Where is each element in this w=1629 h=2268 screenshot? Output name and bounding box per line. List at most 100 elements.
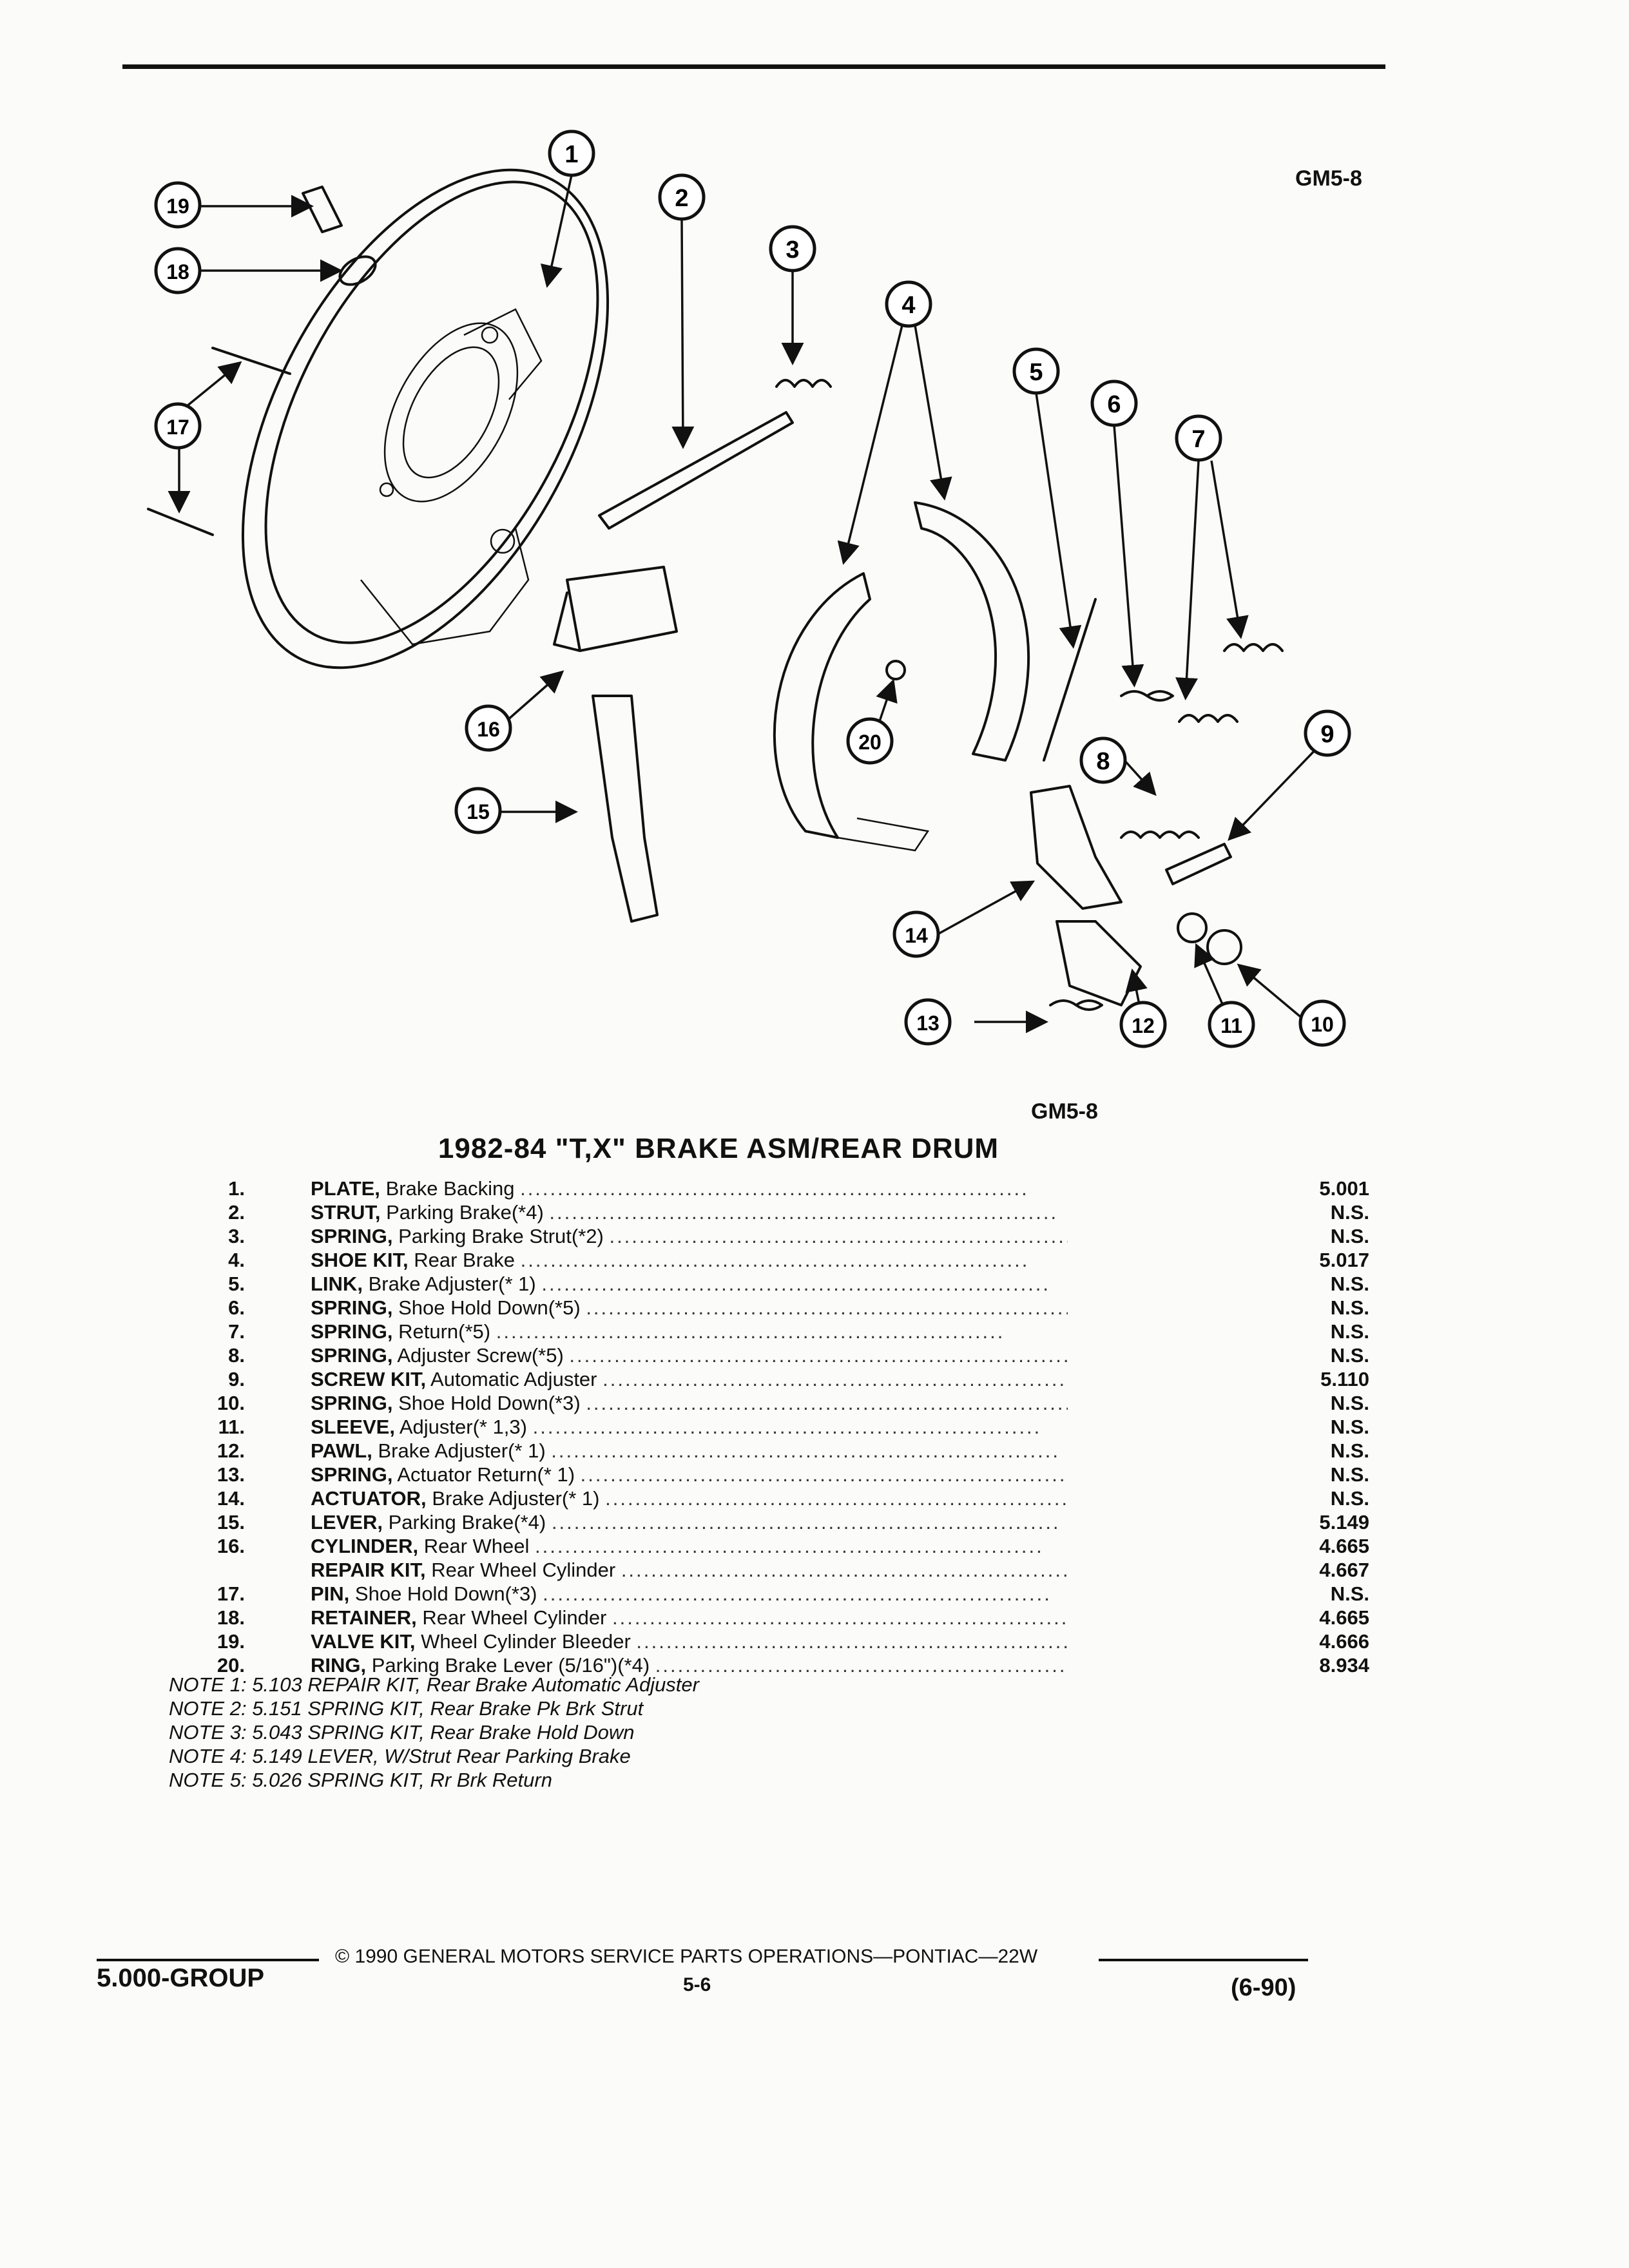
callout-11: 11 xyxy=(1208,1001,1255,1048)
svg-text:10: 10 xyxy=(1311,1013,1334,1036)
bleeder-valve-drawing xyxy=(302,186,343,233)
note-1: NOTE 1: 5.103 REPAIR KIT, Rear Brake Aut… xyxy=(169,1673,699,1696)
wheel-cylinder-drawing xyxy=(553,566,678,652)
actuator-return-spring-drawing xyxy=(1049,999,1103,1011)
callout-17: 17 xyxy=(154,402,202,450)
svg-text:16: 16 xyxy=(477,718,500,741)
adjuster-sleeve-drawing xyxy=(1177,912,1208,943)
retainer-drawing xyxy=(338,255,377,286)
callout-5: 5 xyxy=(1012,347,1060,395)
svg-text:14: 14 xyxy=(905,924,928,947)
brake-exploded-diagram: 1 2 3 4 5 6 7 8 9 10 11 12 13 14 15 16 1… xyxy=(147,130,1351,1048)
part-row: 3.SPRING, Parking Brake Strut(*2) ......… xyxy=(228,1225,1369,1247)
note-2: NOTE 2: 5.151 SPRING KIT, Rear Brake Pk … xyxy=(169,1697,644,1720)
leader-lines xyxy=(168,175,1316,1033)
svg-text:3: 3 xyxy=(786,236,799,264)
callout-7: 7 xyxy=(1175,414,1222,462)
svg-text:15: 15 xyxy=(467,800,490,823)
callout-10: 10 xyxy=(1298,999,1346,1047)
svg-text:18: 18 xyxy=(166,260,189,284)
parts-list: 1.PLATE, Brake Backing .................… xyxy=(161,1177,1369,1677)
note-4: NOTE 4: 5.149 LEVER, W/Strut Rear Parkin… xyxy=(169,1745,631,1767)
callout-13: 13 xyxy=(904,998,952,1046)
callout-1: 1 xyxy=(548,130,595,177)
svg-text:12: 12 xyxy=(1132,1014,1155,1037)
part-row: 2.STRUT, Parking Brake(*4) .............… xyxy=(228,1201,1369,1224)
lever-ring-drawing xyxy=(885,660,906,680)
svg-text:11: 11 xyxy=(1220,1014,1242,1037)
svg-text:8: 8 xyxy=(1096,748,1110,775)
part-row: 20.RING, Parking Brake Lever (5/16")(*4)… xyxy=(217,1654,1369,1677)
part-row: REPAIR KIT, Rear Wheel Cylinder ........… xyxy=(311,1559,1369,1581)
part-row: 7.SPRING, Return(*5) ...................… xyxy=(228,1320,1369,1343)
part-row: 13.SPRING, Actuator Return(* 1) ........… xyxy=(217,1463,1369,1486)
part-row: 14.ACTUATOR, Brake Adjuster(* 1) .......… xyxy=(217,1487,1369,1510)
callout-15: 15 xyxy=(454,787,502,834)
parking-brake-lever-drawing xyxy=(592,695,659,923)
footer-page-number: 5-6 xyxy=(683,1974,711,1995)
pawl-drawing xyxy=(1055,920,1142,1006)
callout-2: 2 xyxy=(658,173,706,221)
return-springs-drawing xyxy=(1178,643,1284,723)
strut-spring-drawing xyxy=(775,379,832,388)
hold-down-cup-drawing xyxy=(1206,929,1242,965)
adjuster-screw-drawing xyxy=(1165,843,1232,885)
note-3: NOTE 3: 5.043 SPRING KIT, Rear Brake Hol… xyxy=(169,1721,635,1744)
hold-down-spring-drawing xyxy=(1120,690,1174,702)
adjuster-screw-spring-drawing xyxy=(1120,831,1200,839)
adjuster-link-drawing xyxy=(1043,598,1097,762)
part-row: 8.SPRING, Adjuster Screw(*5) ...........… xyxy=(228,1344,1369,1367)
svg-text:19: 19 xyxy=(166,195,189,218)
footer-copyright: © 1990 GENERAL MOTORS SERVICE PARTS OPER… xyxy=(335,1946,1038,1967)
callout-18: 18 xyxy=(154,247,202,294)
part-row: 1.PLATE, Brake Backing .................… xyxy=(228,1177,1369,1200)
actuator-drawing xyxy=(1030,785,1123,910)
part-row: 15.LEVER, Parking Brake(*4) ............… xyxy=(217,1511,1369,1533)
callout-6: 6 xyxy=(1090,380,1138,427)
diagram-code-top: GM5-8 xyxy=(1295,166,1362,191)
callout-19: 19 xyxy=(154,181,202,229)
part-row: 4.SHOE KIT, Rear Brake .................… xyxy=(228,1249,1369,1271)
callout-14: 14 xyxy=(892,910,940,958)
strut-drawing xyxy=(598,411,794,530)
part-row: 10.SPRING, Shoe Hold Down(*3) ..........… xyxy=(217,1392,1369,1414)
footer-group: 5.000-GROUP xyxy=(97,1964,265,1992)
callout-3: 3 xyxy=(769,225,816,273)
callout-20: 20 xyxy=(846,717,894,765)
svg-text:1: 1 xyxy=(564,141,578,168)
top-rule xyxy=(122,64,1385,69)
notes: NOTE 1: 5.103 REPAIR KIT, Rear Brake Aut… xyxy=(169,1673,699,1792)
hold-down-pins-drawing xyxy=(147,347,291,536)
svg-text:9: 9 xyxy=(1320,721,1334,748)
part-row: 9.SCREW KIT, Automatic Adjuster ........… xyxy=(228,1368,1369,1390)
part-row: 5.LINK, Brake Adjuster(* 1) ............… xyxy=(228,1273,1369,1295)
part-row: 11.SLEEVE, Adjuster(* 1,3) .............… xyxy=(218,1416,1369,1438)
part-row: 16.CYLINDER, Rear Wheel ................… xyxy=(217,1535,1369,1557)
callout-16: 16 xyxy=(465,704,512,752)
note-5: NOTE 5: 5.026 SPRING KIT, Rr Brk Return xyxy=(169,1769,552,1791)
part-row: 18.RETAINER, Rear Wheel Cylinder .......… xyxy=(217,1606,1369,1629)
callout-4: 4 xyxy=(885,280,932,328)
part-row: 19.VALVE KIT, Wheel Cylinder Bleeder ...… xyxy=(217,1630,1369,1653)
part-row: 6.SPRING, Shoe Hold Down(*5) ...........… xyxy=(228,1296,1369,1319)
svg-text:20: 20 xyxy=(858,731,882,754)
svg-text:4: 4 xyxy=(901,292,915,319)
svg-text:7: 7 xyxy=(1191,426,1205,453)
part-row: 12.PAWL, Brake Adjuster(* 1) ...........… xyxy=(217,1439,1369,1462)
svg-text:2: 2 xyxy=(675,185,688,212)
backing-plate-drawing xyxy=(241,168,610,669)
svg-text:17: 17 xyxy=(166,416,189,439)
part-row: 17.PIN, Shoe Hold Down(*3) .............… xyxy=(217,1582,1369,1605)
footer-rule-left xyxy=(97,1959,319,1961)
callout-8: 8 xyxy=(1079,736,1127,784)
brake-shoes-drawing xyxy=(773,501,1030,852)
callout-9: 9 xyxy=(1304,709,1351,757)
svg-text:13: 13 xyxy=(916,1012,940,1035)
parts-list-title: 1982-84 "T,X" BRAKE ASM/REAR DRUM xyxy=(438,1133,999,1164)
svg-text:5: 5 xyxy=(1029,359,1043,386)
footer-rule-right xyxy=(1099,1959,1308,1961)
footer-date: (6-90) xyxy=(1231,1974,1296,2001)
callout-12: 12 xyxy=(1119,1001,1167,1048)
diagram-code-bottom: GM5-8 xyxy=(1031,1099,1098,1124)
